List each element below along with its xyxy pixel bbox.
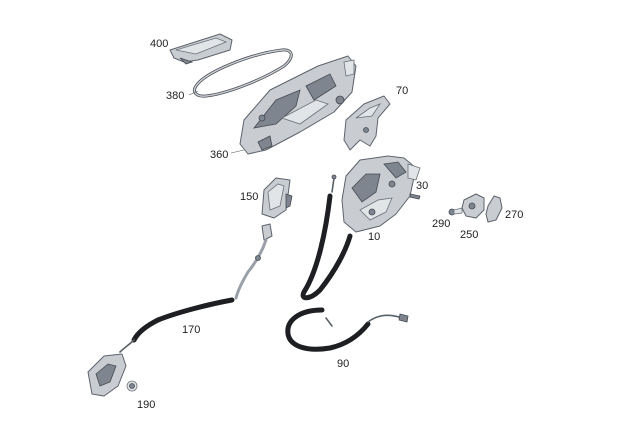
part-30-screw (409, 193, 421, 200)
part-360-handle-carrier (239, 55, 357, 155)
label-190: 190 (137, 399, 155, 411)
label-290: 290 (432, 218, 450, 230)
label-380: 380 (166, 90, 184, 102)
label-400: 400 (150, 38, 168, 50)
leader-lines (188, 90, 245, 154)
label-270: 270 (505, 209, 523, 221)
part-380-handle-seal (192, 48, 293, 98)
part-250-striker (461, 193, 485, 219)
part-150-cover (261, 177, 293, 219)
label-360: 360 (210, 149, 228, 161)
label-170: 170 (182, 324, 200, 336)
part-290-bolt (448, 207, 463, 216)
label-30: 30 (416, 180, 428, 192)
label-150: 150 (240, 191, 258, 203)
label-10: 10 (368, 231, 380, 243)
label-90: 90 (337, 358, 349, 370)
label-250: 250 (460, 229, 478, 241)
lock-cable (300, 174, 353, 301)
part-400-door-handle (169, 33, 233, 65)
part-170-inner-cable (119, 223, 273, 353)
label-70: 70 (396, 85, 408, 97)
part-90-release-cable (285, 307, 409, 352)
part-70-bracket (343, 95, 391, 151)
part-270-striker-plate (485, 195, 503, 223)
part-190-actuator (87, 353, 138, 397)
part-10-door-lock (341, 155, 421, 233)
